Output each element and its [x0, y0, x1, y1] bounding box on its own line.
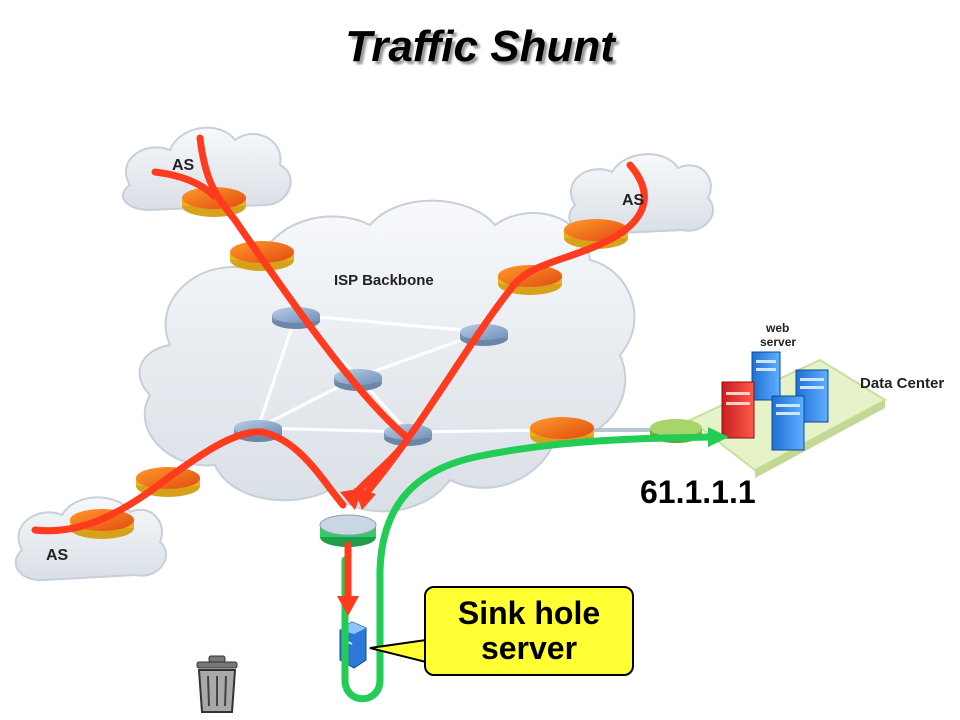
ip-address-label: 61.1.1.1	[640, 474, 756, 510]
isp-backbone-label: ISP Backbone	[334, 272, 434, 289]
as-label: AS	[172, 157, 195, 174]
web-server-icons	[721, 351, 829, 451]
trash-can-icon	[196, 655, 238, 713]
web-server-label: server	[760, 335, 796, 349]
sinkhole-callout: Sink hole server	[424, 586, 634, 676]
shunt-arrowhead	[708, 427, 729, 447]
callout-line-1: Sink hole	[457, 594, 601, 631]
attack-arrowheads	[337, 488, 376, 616]
server-icon	[751, 351, 781, 401]
callout-line-2: server	[480, 630, 578, 666]
page-title: Traffic Shunt	[345, 22, 615, 71]
web-server-label: web	[765, 321, 789, 335]
attack-traffic-paths	[31, 134, 648, 604]
router-icon	[319, 514, 377, 547]
server-icon	[721, 381, 755, 439]
shunt-path-arrow	[341, 433, 720, 703]
as-label: AS	[622, 192, 645, 209]
as-label: AS	[46, 547, 69, 564]
data-center-label: Data Center	[860, 375, 944, 392]
server-icon	[771, 395, 805, 451]
